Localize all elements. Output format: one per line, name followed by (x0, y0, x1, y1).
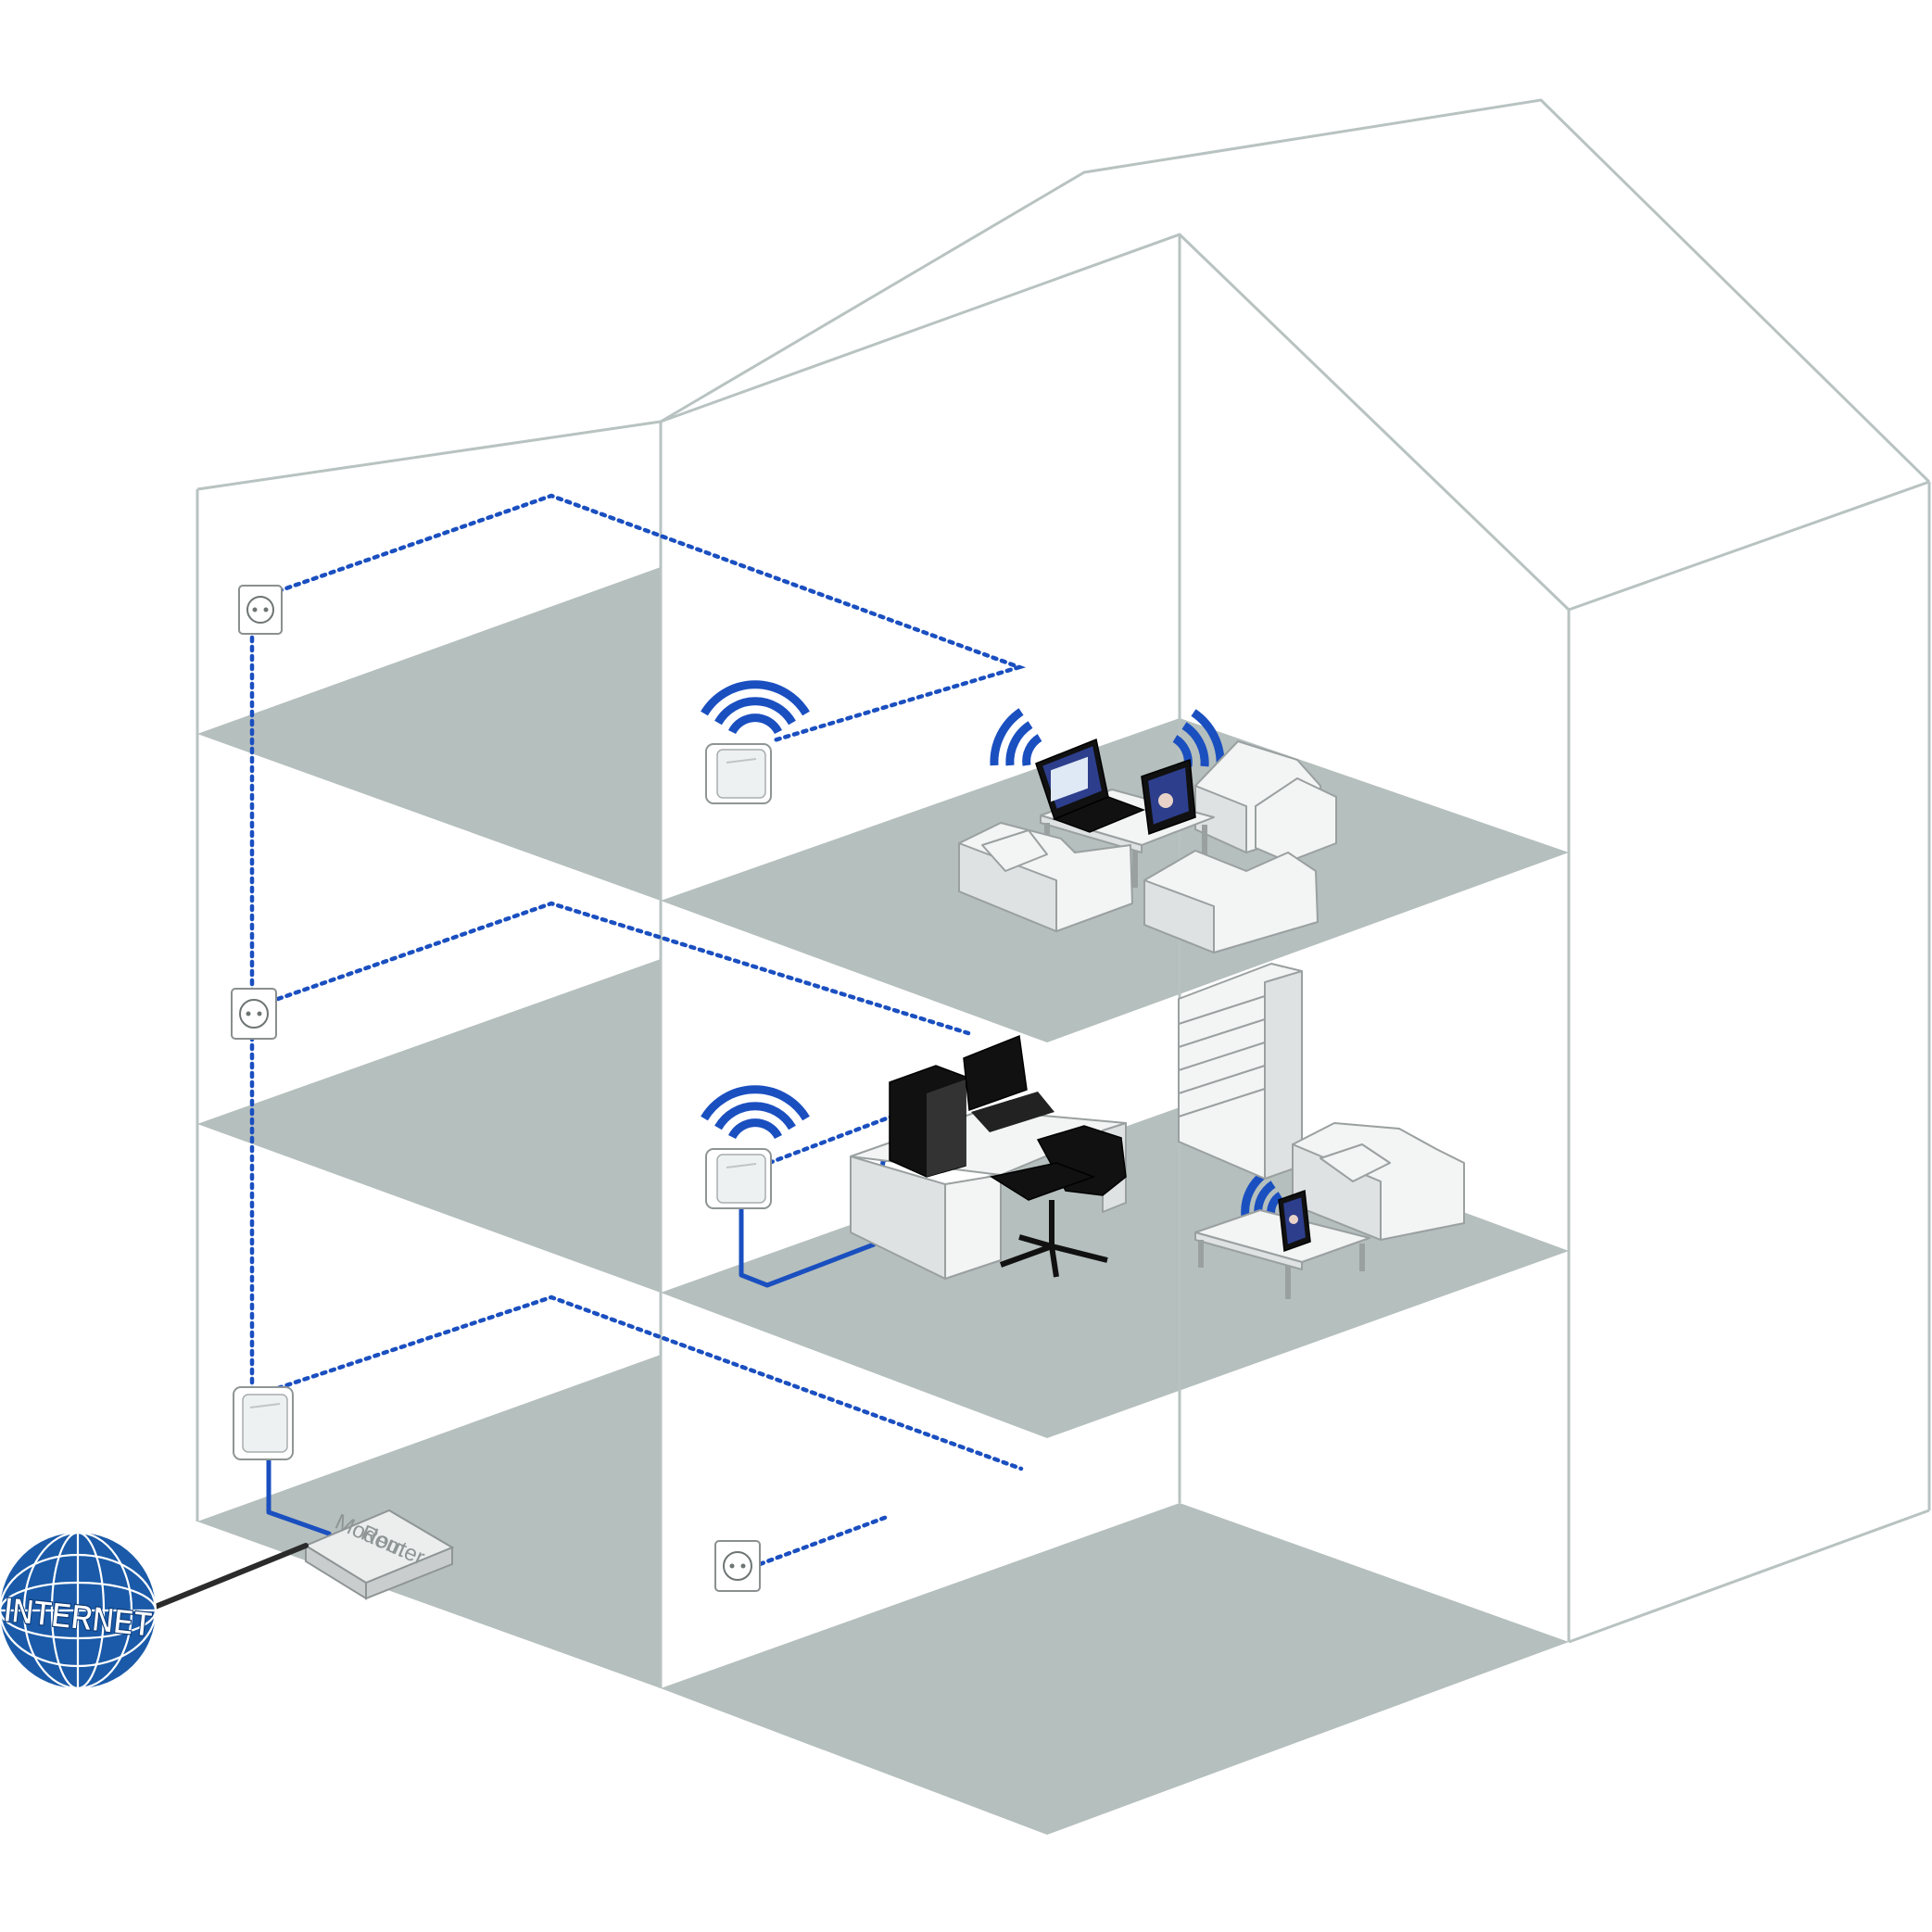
wall-socket-middle (231, 988, 277, 1040)
wall-socket-icon (231, 988, 277, 1040)
armchair-front-right (1143, 850, 1319, 953)
wifi-signal-adapter-top (701, 680, 810, 735)
powerline-adapter-top (705, 743, 772, 804)
wifi-signal-icon (1022, 734, 1042, 766)
tablet-middle (1278, 1189, 1311, 1253)
armchair-front-left (958, 822, 1133, 932)
armchair-middle (1292, 1122, 1465, 1241)
internet-cable (150, 1543, 309, 1610)
floor-middle-left (197, 959, 661, 1293)
wall-socket-icon (238, 585, 283, 635)
wifi-signal-icon (727, 713, 783, 735)
tablet-top (1141, 758, 1196, 836)
wifi-signal-adapter-middle (701, 1085, 810, 1140)
powerline-adapter-ground (233, 1386, 294, 1460)
powerline-adapter-middle (705, 1148, 772, 1209)
floor-ground-left (197, 1355, 661, 1688)
monitor (963, 1034, 1054, 1132)
wall-socket-top (238, 585, 283, 635)
wall-socket-ground (714, 1540, 761, 1592)
pc-tower (889, 1065, 966, 1178)
staircase (1178, 963, 1303, 1180)
wall-socket-icon (714, 1540, 761, 1592)
house-outline (196, 98, 1931, 1688)
office-chair (990, 1125, 1127, 1278)
modem-router: Modem Router (303, 1509, 455, 1600)
internet-globe: INTERNET (0, 1531, 158, 1690)
floor-ground-right (661, 1503, 1569, 1835)
laptop (1035, 738, 1146, 833)
wifi-signal-icon (727, 1118, 783, 1140)
armchair-right (1255, 777, 1337, 863)
wifi-signal-laptop (990, 708, 1042, 766)
lounge-furniture (958, 738, 1337, 953)
floor-top-left (197, 567, 661, 901)
